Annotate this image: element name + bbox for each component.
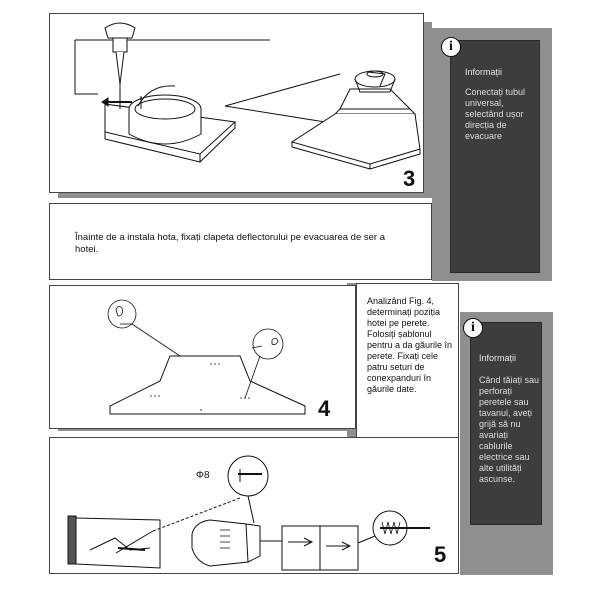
info-icon: i [441,37,461,57]
step3-panel: 3 [49,13,424,193]
info-text: Conectați tubul universal, selectând ușo… [465,87,526,141]
step4-note: Analizând Fig. 4, determinați poziția ho… [367,296,453,394]
step3-illustration [74,22,421,170]
info-box-1: Informații Conectați tubul universal, se… [450,40,540,273]
step4-note-box: Analizând Fig. 4, determinați poziția ho… [356,283,459,453]
step-number: 4 [318,396,331,421]
step5-panel: Φ8 5 [49,437,459,574]
drill-size-label: Φ8 [196,470,210,481]
step4-panel: 4 [49,285,356,429]
step5-illustration [67,455,430,571]
step4-illustration [107,299,306,415]
info-box-2: Informații Când tăiați sau perforați per… [470,322,542,525]
step-number: 5 [434,542,447,567]
info-title: Informații [465,67,503,77]
info-icon: i [463,318,483,338]
step3-note-box: Înainte de a instala hota, fixați clapet… [49,203,432,280]
info-text: Când tăiați sau perforați peretele sau t… [479,375,540,484]
info-title: Informații [479,353,517,363]
step-number: 3 [403,166,416,191]
step3-note: Înainte de a instala hota, fixați clapet… [75,232,386,255]
